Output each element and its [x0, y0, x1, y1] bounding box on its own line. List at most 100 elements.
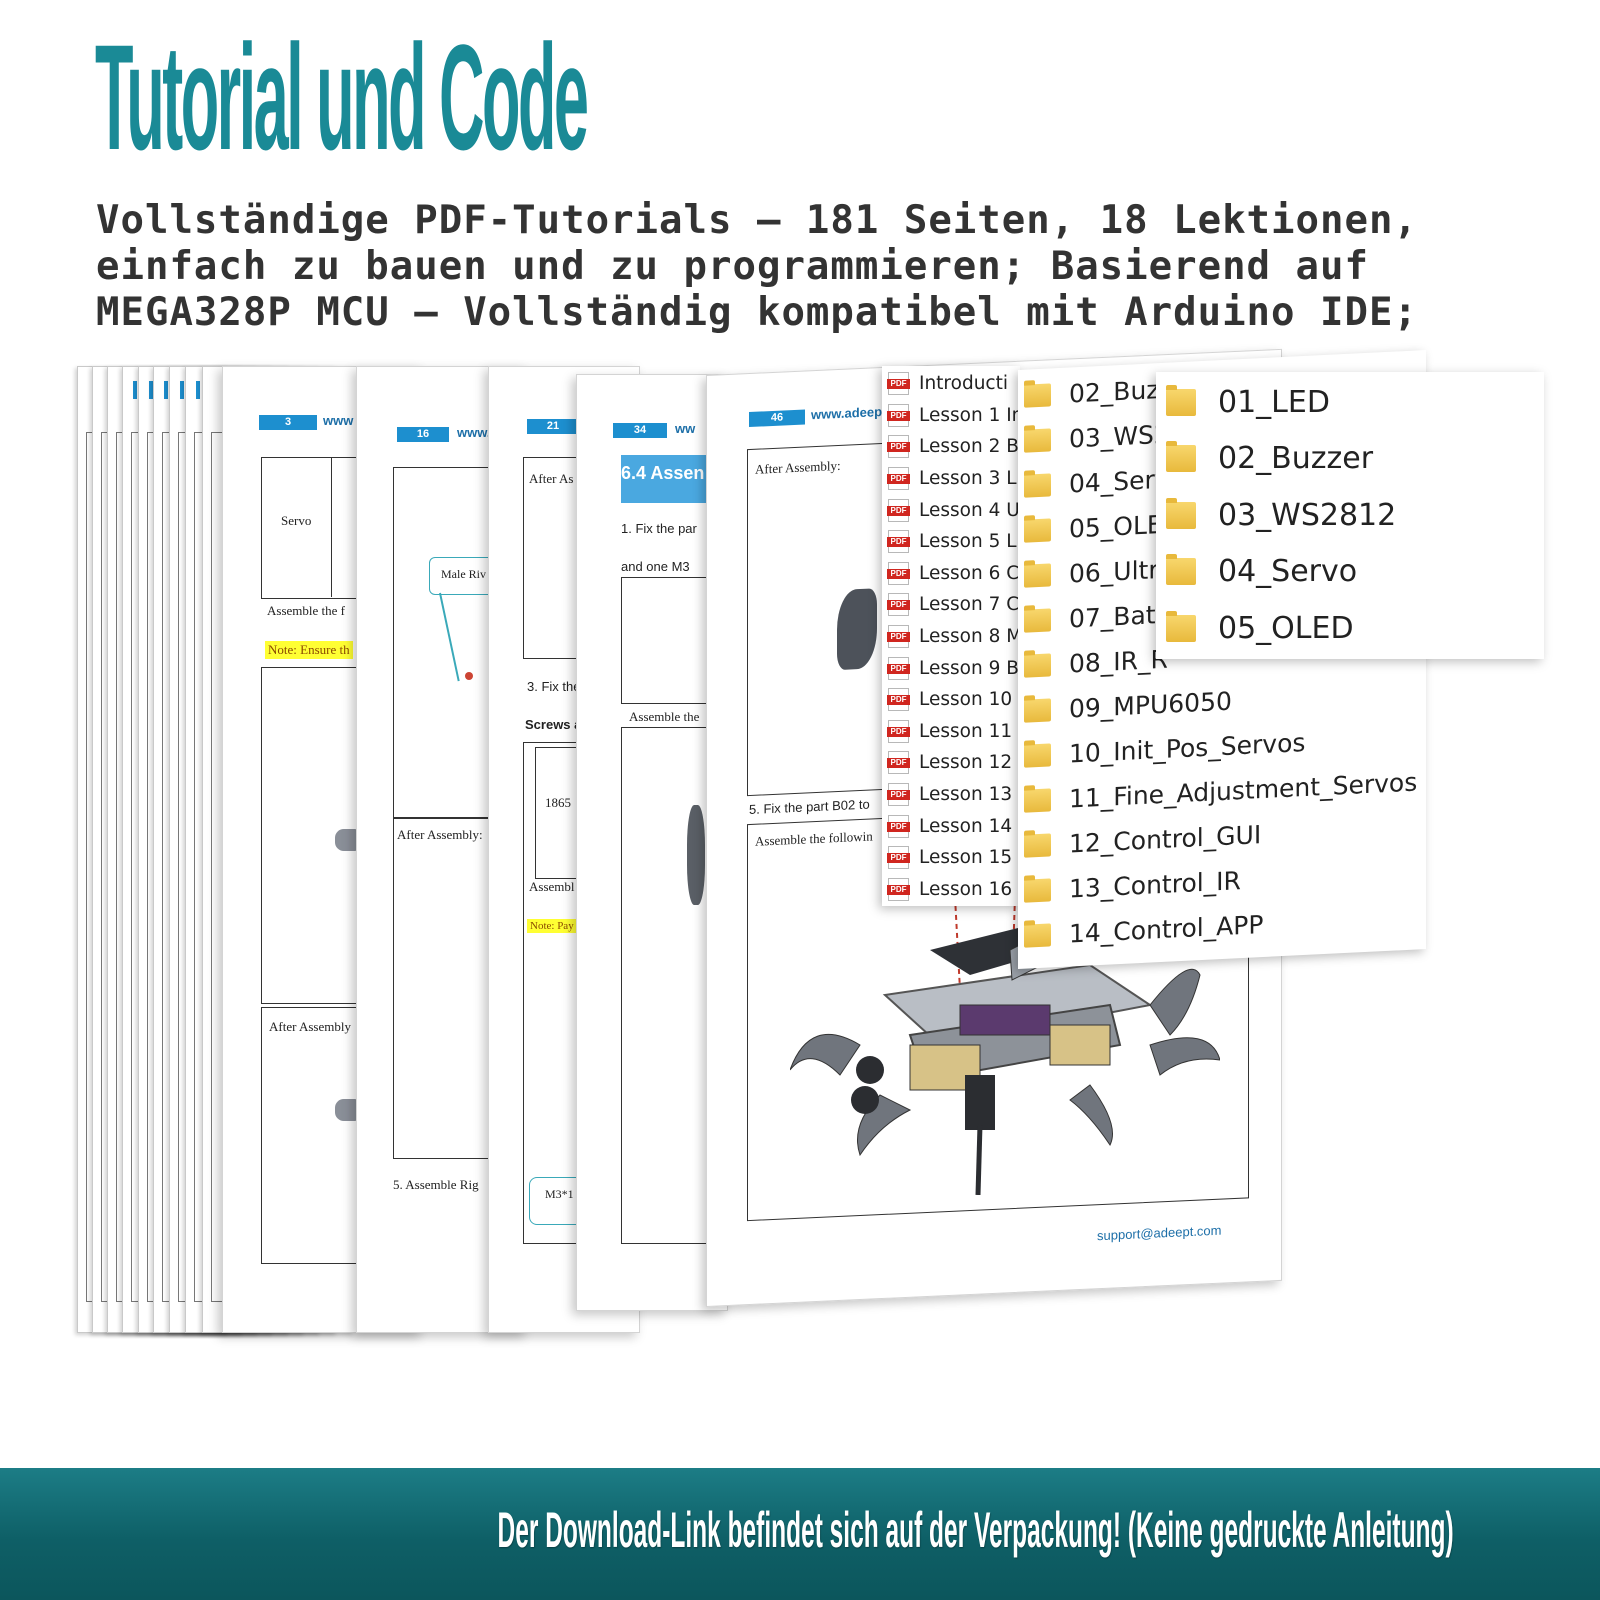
file-name: Lesson 10	[919, 689, 1013, 711]
page-label: After As	[529, 471, 574, 486]
file-name: Lesson 5 L	[919, 531, 1017, 553]
callout-label: M3*1	[545, 1187, 574, 1201]
folder-row[interactable]: 01_LED	[1156, 374, 1544, 431]
page-label: and one M3	[621, 559, 690, 574]
folder-icon	[1024, 878, 1051, 903]
folder-row[interactable]: 04_Servo	[1156, 544, 1544, 601]
folder-name: 05_OLE	[1069, 509, 1163, 544]
page-url: www	[323, 413, 354, 428]
page-label: 1. Fix the par	[621, 521, 697, 536]
file-row[interactable]: Lesson 9 B	[882, 652, 1020, 684]
pdf-icon	[887, 783, 910, 807]
file-name: Lesson 14	[919, 815, 1013, 837]
diagram-box	[393, 817, 527, 1159]
file-row[interactable]: Lesson 11	[882, 716, 1020, 748]
file-name: Lesson 11	[919, 720, 1013, 742]
rivet-marker	[465, 672, 473, 680]
footer-note: Der Download-Link befindet sich auf der …	[0, 1500, 1600, 1560]
pdf-icon	[887, 467, 910, 491]
diagram-box	[261, 457, 423, 599]
file-name: Introducti	[919, 373, 1008, 395]
file-name: Lesson 13	[919, 784, 1013, 806]
folder-name: 09_MPU6050	[1069, 686, 1232, 724]
callout-label: Male Riv	[441, 567, 486, 581]
page-number: 3	[259, 415, 317, 430]
file-row[interactable]: Lesson 15	[882, 842, 1020, 874]
page-number: 34	[613, 423, 667, 438]
page-label: 5. Assemble Rig	[393, 1177, 479, 1192]
file-row[interactable]: Lesson 4 U	[882, 494, 1020, 526]
page-label: Assemble the f	[267, 603, 345, 618]
support-email: support@adeept.com	[1097, 1222, 1222, 1244]
folder-icon	[1166, 554, 1196, 586]
folder-name: 01_LED	[1218, 384, 1330, 420]
folder-name: 07_Batt	[1069, 599, 1166, 634]
file-row[interactable]: Lesson 8 M	[882, 621, 1020, 653]
part-illustration	[335, 829, 357, 851]
pdf-icon	[887, 625, 910, 649]
section-heading: 6.4 Assen	[621, 463, 705, 483]
file-name: Lesson 1 In	[919, 404, 1020, 426]
pdf-icon	[887, 656, 910, 680]
diagram-box	[261, 1007, 423, 1264]
file-name: Lesson 8 M	[919, 626, 1020, 648]
page-number: 16	[397, 427, 449, 442]
file-row[interactable]: Lesson 7 C	[882, 589, 1020, 621]
pdf-icon	[887, 751, 910, 775]
folder-name: 13_Control_IR	[1069, 866, 1241, 904]
page-url: ww	[675, 421, 696, 436]
file-name: Lesson 7 C	[919, 594, 1020, 616]
tutorial-page-34: 34 ww 6.4 Assen 1. Fix the par and one M…	[576, 374, 728, 1311]
pdf-icon	[887, 498, 910, 522]
file-row[interactable]: Lesson 2 B	[882, 431, 1020, 463]
folder-name: 02_Buzzer	[1218, 441, 1374, 477]
file-row[interactable]: Lesson 6 C	[882, 558, 1020, 590]
file-row[interactable]: Lesson 1 In	[882, 400, 1020, 432]
folder-icon	[1024, 788, 1051, 813]
folder-icon	[1024, 608, 1051, 633]
folder-row[interactable]: 03_WS2812	[1156, 487, 1544, 544]
folder-name: 12_Control_GUI	[1069, 820, 1262, 859]
file-row[interactable]: Lesson 12	[882, 747, 1020, 779]
folder-name: 10_Init_Pos_Servos	[1069, 727, 1306, 769]
page-label: 5. Fix the part B02 to	[749, 796, 870, 818]
folder-icon	[1024, 833, 1051, 858]
pdf-icon	[887, 688, 910, 712]
folder-icon	[1166, 610, 1196, 642]
folder-row[interactable]: 05_OLED	[1156, 600, 1544, 657]
page-label: 3. Fix the	[527, 679, 581, 694]
page-label: Assembl	[529, 879, 575, 894]
file-row[interactable]: Lesson 16	[882, 874, 1020, 906]
file-row[interactable]: Lesson 5 L	[882, 526, 1020, 558]
file-row[interactable]: Lesson 10	[882, 684, 1020, 716]
folder-icon	[1024, 518, 1051, 543]
file-row[interactable]: Lesson 13	[882, 779, 1020, 811]
folder-name: 05_OLED	[1218, 610, 1354, 646]
folder-name: 06_Ultr	[1069, 555, 1159, 589]
folder-icon	[1166, 384, 1196, 416]
file-name: Lesson 15	[919, 847, 1013, 869]
folder-icon	[1024, 428, 1051, 453]
folder-icon	[1024, 698, 1051, 723]
diagram-box	[261, 667, 423, 1004]
file-row[interactable]: Lesson 14	[882, 810, 1020, 842]
pdf-icon	[887, 846, 910, 870]
folder-row[interactable]: 02_Buzzer	[1156, 431, 1544, 488]
pdf-icon	[887, 593, 910, 617]
folder-icon	[1024, 383, 1051, 408]
subtitle-line: MEGA328P MCU – Vollständig kompatibel mi…	[96, 290, 1418, 335]
pdf-file-list: Introducti Lesson 1 In Lesson 2 B Lesson…	[882, 366, 1020, 906]
folder-icon	[1166, 441, 1196, 473]
file-name: Lesson 9 B	[919, 657, 1019, 679]
file-row[interactable]: Introducti	[882, 368, 1020, 400]
pdf-icon	[887, 561, 910, 585]
subtitle-line: Vollständige PDF-Tutorials – 181 Seiten,…	[96, 198, 1418, 243]
footer-note-text: Der Download-Link befindet sich auf der …	[497, 1502, 1454, 1558]
file-row[interactable]: Lesson 3 L	[882, 463, 1020, 495]
diagram-box	[393, 467, 527, 819]
folder-name: 03_WS2	[1069, 419, 1170, 454]
subtitle: Vollständige PDF-Tutorials – 181 Seiten,…	[96, 198, 1576, 336]
pdf-icon	[887, 814, 910, 838]
file-name: Lesson 3 L	[919, 468, 1017, 490]
folder-name: 08_IR_R	[1069, 644, 1168, 679]
